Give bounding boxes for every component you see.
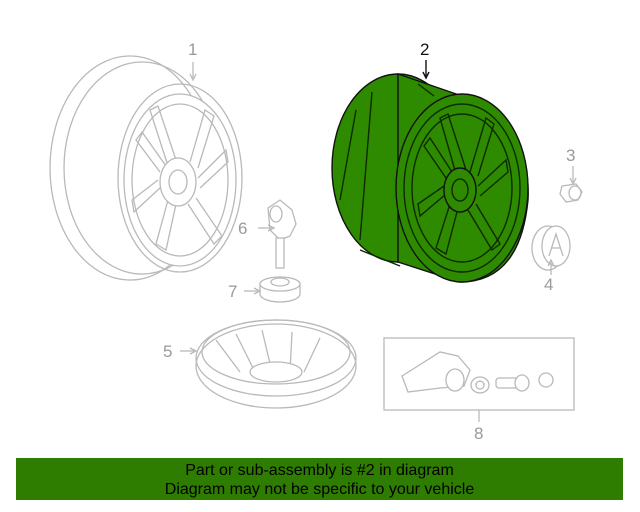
callout-3: 3 [566, 146, 575, 165]
part-2-wheel-highlighted[interactable] [331, 60, 529, 283]
callout-1: 1 [188, 40, 197, 59]
part-6-valve-stem[interactable] [258, 199, 297, 269]
part-1-wheel[interactable] [49, 55, 243, 281]
callout-4: 4 [544, 275, 553, 294]
part-5-spare-wheel[interactable] [180, 319, 357, 409]
callout-8: 8 [474, 424, 483, 443]
info-banner: Part or sub-assembly is #2 in diagram Di… [16, 458, 623, 500]
part-4-center-cap[interactable] [531, 225, 571, 275]
callout-7: 7 [228, 282, 237, 301]
callout-2: 2 [420, 40, 429, 59]
callout-6: 6 [238, 219, 247, 238]
banner-line-2: Diagram may not be specific to your vehi… [164, 481, 475, 498]
banner-line-1: Part or sub-assembly is #2 in diagram [185, 462, 454, 479]
part-3-nut[interactable] [559, 166, 583, 203]
part-7-grommet[interactable] [244, 276, 301, 303]
callout-5: 5 [163, 342, 172, 361]
parts-diagram: 1 2 3 [49, 40, 583, 443]
part-8-tpms-sensor-kit[interactable] [383, 337, 575, 422]
